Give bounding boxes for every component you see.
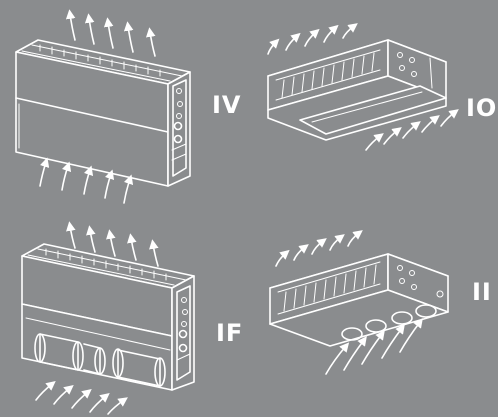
airflow-arrow-icon: [71, 389, 92, 409]
airflow-arrow-icon: [311, 238, 327, 255]
airflow-arrow-icon: [275, 249, 290, 267]
airflow-arrow-icon: [285, 32, 301, 51]
airflow-arrow-icon: [65, 9, 76, 41]
airflow-arrow-icon: [323, 24, 339, 43]
unit-if-fan-blowers: [34, 333, 166, 387]
label-io: IO: [466, 94, 498, 122]
airflow-arrow-icon: [84, 13, 95, 45]
unit-if-airflow-in: [35, 381, 128, 415]
airflow-arrow-icon: [399, 318, 423, 353]
unit-ii-louver: [277, 261, 381, 315]
label-if: IF: [216, 319, 244, 347]
airflow-arrow-icon: [53, 385, 74, 405]
unit-io-airflow-out: [267, 23, 358, 55]
airflow-arrow-icon: [86, 225, 96, 253]
airflow-arrow-icon: [123, 21, 134, 53]
unit-io: [267, 23, 459, 151]
airflow-arrow-icon: [106, 229, 116, 257]
airflow-arrow-icon: [343, 336, 367, 371]
airflow-arrow-icon: [293, 244, 309, 261]
airflow-arrow-icon: [383, 127, 402, 145]
airflow-arrow-icon: [267, 38, 280, 55]
unit-iv-airflow-in: [39, 157, 134, 204]
unit-iv-top-grille: [21, 44, 183, 82]
unit-iv-airflow-out: [65, 9, 156, 57]
airflow-arrow-icon: [107, 397, 128, 415]
unit-io-louver: [275, 49, 381, 101]
airflow-arrow-icon: [325, 342, 350, 375]
airflow-arrow-icon: [304, 28, 320, 47]
airflow-arrow-icon: [127, 233, 137, 261]
airflow-arrow-icon: [365, 133, 384, 151]
airflow-arrow-icon: [421, 115, 440, 133]
unit-ii-airflow-in: [325, 318, 423, 375]
label-iv: IV: [212, 91, 242, 119]
unit-iv: [15, 9, 191, 204]
airflow-arrow-icon: [61, 161, 72, 191]
airflow-arrow-icon: [342, 23, 358, 39]
airflow-arrow-icon: [89, 393, 110, 413]
label-ii: II: [472, 278, 492, 306]
unit-io-airflow-in: [365, 109, 459, 151]
airflow-arrow-icon: [361, 330, 385, 365]
unit-ii: [269, 230, 449, 375]
airflow-arrow-icon: [104, 169, 115, 199]
airflow-arrow-icon: [103, 17, 114, 49]
unit-if: [21, 221, 195, 415]
airflow-arrow-icon: [381, 324, 405, 359]
unit-if-airflow-out: [66, 221, 159, 267]
airflow-arrow-icon: [145, 27, 156, 57]
unit-ii-airflow-out: [275, 230, 363, 267]
airflow-arrow-icon: [66, 221, 76, 249]
airflow-arrow-icon: [329, 234, 345, 251]
airflow-arrow-icon: [149, 239, 159, 267]
airflow-arrow-icon: [402, 121, 421, 139]
airflow-arrow-icon: [35, 381, 56, 401]
unit-if-top-grille: [27, 248, 187, 286]
airflow-arrow-icon: [347, 230, 363, 247]
unit-ii-fan-blowers: [341, 304, 437, 341]
airflow-arrow-icon: [39, 157, 50, 187]
airflow-arrow-icon: [123, 174, 134, 204]
airflow-arrow-icon: [440, 109, 459, 127]
airflow-arrow-icon: [83, 165, 94, 195]
